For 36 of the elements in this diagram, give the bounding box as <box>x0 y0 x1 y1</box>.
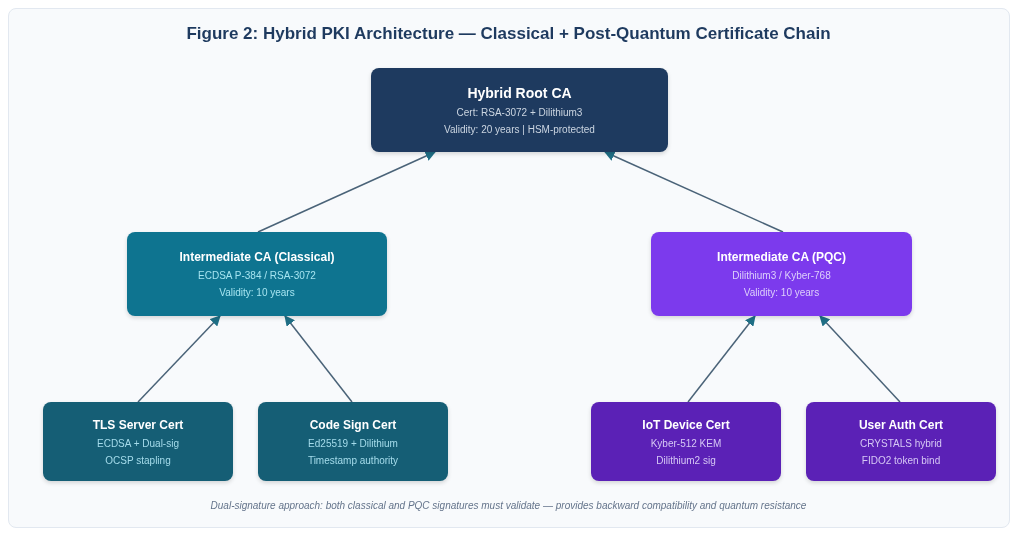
box-detail: Kyber-512 KEM <box>650 437 722 449</box>
certificate-box <box>806 402 996 481</box>
certificate-box <box>43 402 233 481</box>
box-detail: Ed25519 + Dilithium <box>308 437 398 449</box>
box-heading: Code Sign Cert <box>309 417 397 432</box>
box-heading: User Auth Cert <box>858 417 944 432</box>
box-heading: TLS Server Cert <box>92 417 184 432</box>
box-heading: Intermediate CA (Classical) <box>179 250 335 264</box>
box-detail: CRYSTALS hybrid <box>860 437 942 449</box>
arrow <box>284 315 353 403</box>
certificate-box <box>258 402 448 481</box>
box-detail: Validity: 10 years <box>743 287 820 298</box>
certificate-box <box>371 68 668 152</box>
box-detail: ECDSA P-384 / RSA-3072 <box>198 270 316 281</box>
certificate-box <box>591 402 781 481</box>
arrow <box>819 315 901 403</box>
box-detail: ECDSA + Dual-sig <box>97 437 179 449</box>
box-detail: Cert: RSA-3072 + Dilithium3 <box>456 107 583 118</box>
figure-caption: Dual-signature approach: both classical and PQC signatures must validate — provides backward compatibility and quantum resistance <box>209 500 808 511</box>
box-detail: Validity: 10 years <box>219 287 295 298</box>
arrow <box>137 315 221 403</box>
box-detail: Dilithium2 sig <box>656 454 716 466</box>
certificate-box <box>651 232 912 316</box>
box-detail: OCSP stapling <box>105 454 171 466</box>
certificate-box <box>127 232 387 316</box>
arrow <box>687 315 756 403</box>
box-heading: IoT Device Cert <box>642 417 730 432</box>
box-heading: Hybrid Root CA <box>467 85 572 101</box>
box-detail: Dilithium3 / Kyber-768 <box>732 270 831 281</box>
box-detail: FIDO2 token bind <box>861 454 941 466</box>
arrow <box>604 151 784 233</box>
arrow <box>257 151 436 233</box>
box-heading: Intermediate CA (PQC) <box>717 250 846 264</box>
figure-title: Figure 2: Hybrid PKI Architecture — Classical + Post-Quantum Certificate Chain <box>185 24 832 44</box>
box-detail: Validity: 20 years | HSM-protected <box>444 124 595 135</box>
box-detail: Timestamp authority <box>307 454 399 466</box>
